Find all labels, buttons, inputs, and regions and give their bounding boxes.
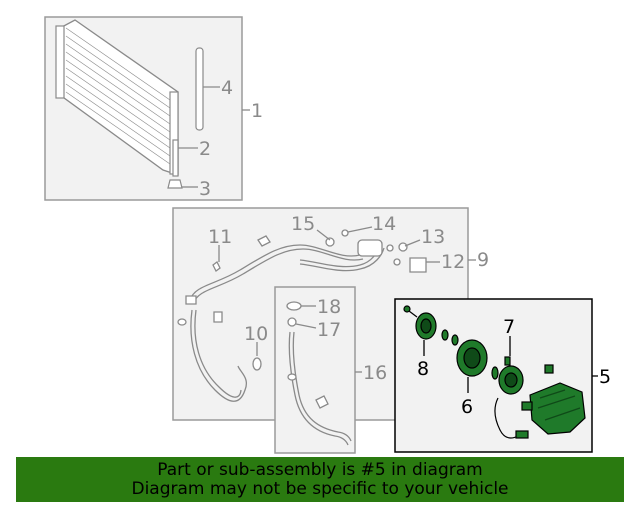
callout-15: 15 (291, 213, 315, 235)
callout-18: 18 (317, 296, 341, 318)
callout-10: 10 (244, 323, 268, 345)
callout-11: 11 (208, 226, 232, 248)
callout-8: 8 (417, 358, 429, 380)
callout-13: 13 (421, 226, 445, 248)
compressor-illustration (403, 305, 586, 439)
callout-3: 3 (199, 178, 211, 200)
callout-6: 6 (461, 396, 473, 418)
info-banner: Part or sub-assembly is #5 in diagram Di… (16, 457, 624, 502)
suction-line-group: 18 17 16 (274, 286, 387, 454)
discharge-line-illustration (177, 229, 427, 402)
callout-1: 1 (251, 100, 263, 122)
callout-7: 7 (503, 316, 515, 338)
callout-2: 2 (199, 138, 211, 160)
compressor-assembly-group: 7 8 6 5 (394, 298, 611, 453)
banner-line-2: Diagram may not be specific to your vehi… (131, 479, 509, 499)
callout-12: 12 (441, 251, 465, 273)
callout-14: 14 (372, 213, 396, 235)
callout-5: 5 (599, 366, 611, 388)
banner-line-1: Part or sub-assembly is #5 in diagram (157, 460, 483, 480)
callout-4: 4 (221, 77, 233, 99)
callout-17: 17 (317, 319, 341, 341)
condenser-illustration (55, 19, 204, 189)
suction-line-illustration (286, 301, 352, 446)
condenser-group: 4 2 3 1 (44, 16, 263, 201)
callout-9: 9 (477, 249, 489, 271)
callout-16: 16 (363, 362, 387, 384)
